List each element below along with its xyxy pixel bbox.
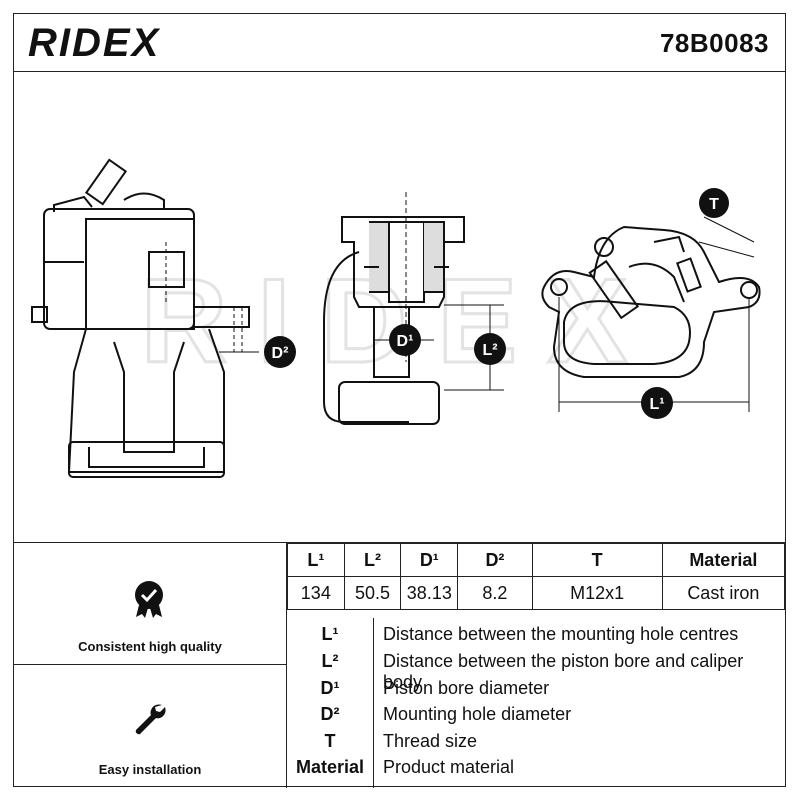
spec-header-l1: L¹ [287,543,345,577]
d2-dimension: D² [219,336,296,368]
legend-row: Material Product material [287,757,785,783]
legend-description: Mounting hole diameter [383,704,572,724]
t-label: T [709,196,719,213]
spec-value-l2: 50.5 [343,576,402,610]
l1-label: L¹ [649,396,664,413]
legend-description: Distance between the piston bore and cal… [383,651,744,692]
part-number: 78B0083 [659,28,769,58]
l2-dimension: L² [444,304,506,391]
legend-symbol: T [324,731,336,751]
caliper-back-view [541,225,761,378]
caliper-side-view [31,158,250,478]
specs-value-row: 134 50.5 38.13 8.2 M12x1 Cast iron [287,576,786,610]
l1-dimension: L¹ [558,297,750,419]
t-dimension: T [698,188,755,258]
spec-value-t: M12x1 [531,576,663,610]
check-seal-icon [135,581,163,618]
legend-description: Piston bore diameter [383,678,550,698]
feature-label-installation: Easy installation [98,762,202,777]
spec-value-d2: 8.2 [457,576,533,610]
spec-value-d1: 38.13 [400,576,459,610]
features-column: Consistent high quality Easy installatio… [14,543,286,786]
specs-table: L¹ L² D¹ D² T Material 134 50.5 38.13 8.… [287,543,786,610]
d2-label: D² [272,345,289,362]
features-divider [14,664,286,665]
legend-description: Thread size [383,731,478,751]
product-sheet-frame: RIDEX 78B0083 RIDEX [13,13,786,788]
spec-header-d2: D² [457,543,533,577]
legend-divider [373,618,374,788]
legend-description: Product material [383,757,515,777]
column-divider [286,543,287,788]
legend-symbol: L² [321,651,339,671]
wrench-icon [135,704,166,735]
legend-symbol: D¹ [320,678,340,698]
spec-value-material: Cast iron [661,576,786,610]
l2-label: L² [482,342,497,359]
spec-header-material: Material [661,543,786,577]
d1-dimension: D¹ [374,324,434,356]
legend-symbol: Material [295,757,365,777]
legend-row: T Thread size [287,731,785,757]
section-divider [14,542,785,543]
ridex-logo: RIDEX [28,24,161,62]
spec-header-l2: L² [343,543,402,577]
legend-symbol: D² [320,704,340,724]
brand-text: RIDEX [28,24,161,62]
d1-label: D¹ [397,333,414,350]
spec-header-d1: D¹ [400,543,459,577]
legend-symbol: L¹ [321,624,339,644]
header-divider [14,71,785,72]
spec-header-t: T [531,543,663,577]
spec-value-l1: 134 [287,576,345,610]
technical-drawing: RIDEX D² [31,158,761,478]
legend-row: D² Mounting hole diameter [287,704,785,730]
legend-row: L¹ Distance between the mounting hole ce… [287,624,785,650]
legend-description: Distance between the mounting hole centr… [383,624,739,644]
legend-row: D¹ Piston bore diameter [287,678,785,704]
specs-header-row: L¹ L² D¹ D² T Material [287,543,786,577]
header: RIDEX 78B0083 [14,14,785,71]
legend-row: L² Distance between the piston bore and … [287,651,785,692]
feature-label-quality: Consistent high quality [78,639,222,654]
caliper-section-view [323,192,465,425]
